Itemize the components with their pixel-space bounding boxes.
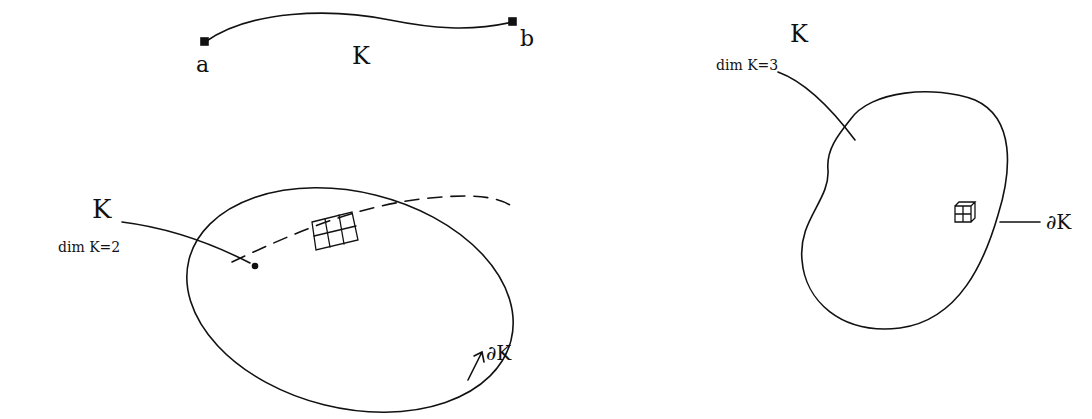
point-label: b [520,28,534,50]
point-dot [253,264,258,269]
surface-grid [312,212,358,250]
leader-line [1000,221,1040,223]
leader-arrow [468,352,484,380]
surface-k [163,155,537,419]
leader-line [122,222,250,263]
curve-k [205,13,513,42]
endpoint [201,38,208,45]
curve-label: K [352,44,370,68]
solid-label: K [790,22,808,46]
endpoint [509,18,516,25]
dimension-note: dim K=3 [716,58,778,72]
volume-cube [955,202,975,222]
dimension-note: dim K=2 [58,240,120,254]
hidden-edge [232,196,510,262]
solid-k [802,92,1008,329]
boundary-label: ∂K [1046,212,1071,232]
point-label: a [196,54,209,76]
boundary-label: ∂K [486,343,511,363]
leader-line [778,72,855,140]
surface-label: K [92,196,111,222]
